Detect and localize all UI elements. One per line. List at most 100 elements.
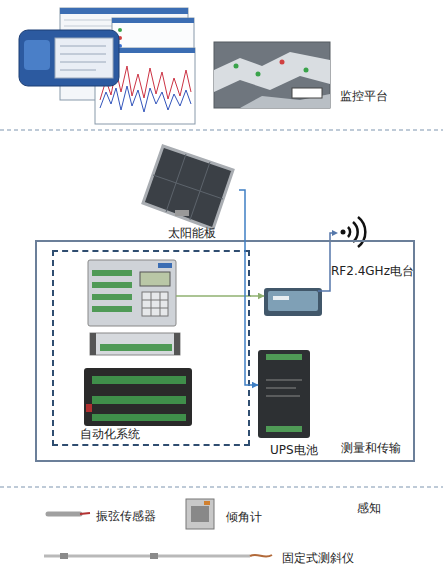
node-label: 太阳能板 [145, 226, 239, 240]
ups-battery [258, 350, 310, 438]
section-separator [0, 486, 443, 487]
expansion-module [90, 333, 180, 355]
solar-panel [175, 210, 189, 216]
node-label: 自动化系统 [80, 427, 140, 441]
monitoring-screenshot [214, 42, 330, 108]
datalogger [142, 300, 168, 301]
software-screenshot [100, 86, 191, 112]
datalogger [151, 292, 152, 316]
datalogger [92, 270, 132, 276]
measure-transmit-box: 自动化系统 RF2.4GHz电台 UPS电池 测量和传输 [35, 240, 415, 462]
datalogger [88, 260, 176, 326]
vibrating-wire-sensor [48, 513, 90, 514]
datalogger [160, 292, 161, 316]
datalogger [142, 308, 168, 309]
wireless-symbol [341, 217, 366, 247]
software-screenshot [60, 8, 188, 14]
ups-battery [266, 426, 302, 432]
software-screenshot [19, 8, 195, 124]
datalogger [92, 306, 132, 312]
terminal-board [92, 414, 186, 421]
terminal-board [84, 368, 192, 426]
monitoring-screenshot [214, 52, 330, 92]
power-line [239, 190, 258, 385]
solar-panel [153, 175, 223, 199]
datalogger [92, 282, 132, 288]
datalogger [142, 292, 168, 316]
tiltmeter [191, 506, 209, 522]
datalogger [158, 263, 172, 268]
solar-node: 太阳能板 [145, 143, 239, 240]
datalogger [92, 294, 132, 300]
radio-leader [332, 230, 338, 236]
ups-battery [266, 388, 296, 389]
automation-group: 自动化系统 [52, 250, 250, 446]
solar-panel [143, 146, 233, 229]
software-screenshot [19, 30, 119, 86]
software-screenshot [60, 46, 106, 47]
in-place-inclinometer [150, 553, 158, 559]
node-label: 测量和传输 [341, 441, 401, 455]
expansion-module [174, 333, 180, 355]
terminal-board [86, 404, 92, 412]
terminal-board [92, 396, 186, 404]
radio-module [273, 296, 289, 300]
section-label: 倾角计 [226, 510, 262, 524]
node-label: RF2.4GHz电台 [331, 264, 414, 278]
in-place-inclinometer [44, 553, 272, 559]
ups-node: UPS电池 [258, 345, 320, 457]
section-label: 监控平台 [340, 89, 388, 103]
datalogger [140, 272, 170, 286]
monitoring-screenshot [304, 68, 309, 73]
signal-arrow [250, 295, 264, 297]
monitoring-screenshot [214, 42, 330, 108]
radio-module [268, 291, 318, 311]
software-screenshot [55, 38, 113, 78]
section-label: 固定式测斜仪 [282, 551, 354, 565]
vibrating-wire-sensor [80, 513, 90, 514]
signal-leader [176, 295, 251, 297]
monitoring-screenshot [280, 60, 285, 65]
in-place-inclinometer [44, 555, 250, 558]
in-place-inclinometer [250, 555, 272, 557]
radio-module [264, 288, 322, 316]
ups-battery [258, 350, 310, 438]
wireless-symbol [348, 227, 350, 237]
wireless-symbol [358, 217, 365, 247]
monitoring-screenshot [234, 64, 239, 69]
software-screenshot [24, 40, 50, 70]
tiltmeter [186, 499, 214, 529]
software-screenshot [118, 28, 122, 32]
node-label: UPS电池 [270, 443, 318, 457]
section-separator [0, 129, 443, 130]
terminal-board [92, 376, 186, 384]
terminal-board [84, 368, 192, 426]
software-screenshot [112, 18, 194, 23]
wireless-symbol [341, 230, 346, 235]
software-screenshot [60, 62, 106, 63]
software-screenshot [60, 70, 96, 71]
vibrating-wire-sensor [48, 512, 80, 517]
ups-battery [266, 354, 302, 360]
tiltmeter [186, 499, 214, 529]
section-separator [0, 130, 443, 487]
radio-node: RF2.4GHz电台 [264, 212, 419, 322]
wireless-symbol [353, 222, 358, 242]
solar-panel [143, 146, 233, 229]
expansion-module [90, 333, 180, 355]
software-screenshot [60, 54, 106, 55]
monitoring-screenshot [292, 88, 322, 98]
section-label: 振弦传感器 [96, 509, 156, 523]
datalogger [88, 260, 176, 326]
in-place-inclinometer [60, 553, 68, 559]
expansion-module [90, 333, 96, 355]
ups-battery [266, 396, 300, 397]
ups-battery [266, 380, 302, 381]
expansion-module [100, 344, 172, 351]
tiltmeter [204, 501, 210, 505]
section-label: 感知 [357, 501, 381, 515]
monitoring-screenshot [256, 72, 261, 77]
